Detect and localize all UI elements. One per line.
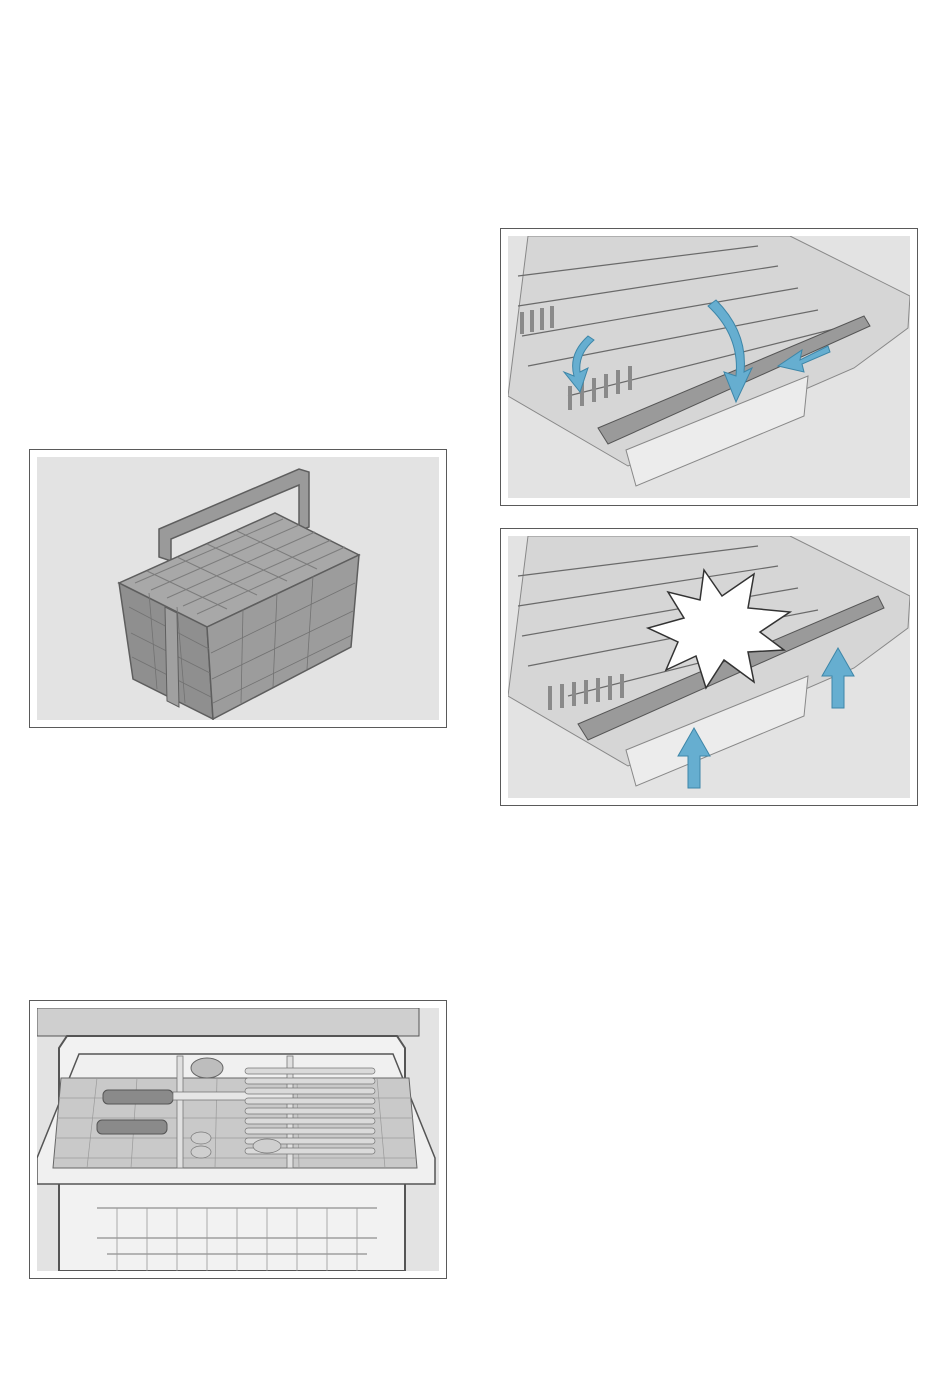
rack-illustration-icon [508,236,910,498]
figure-rack-raise-up [500,528,918,806]
cutlery-drawer-icon [37,1008,439,1271]
figure-rack-fold-down [500,228,918,506]
figure-cutlery-drawer-illustration [37,1008,439,1271]
figure-cutlery-basket [29,449,447,728]
figure-rack-fold-down-illustration [508,236,910,498]
rack-illustration-icon [508,536,910,798]
figure-cutlery-basket-illustration [37,457,439,720]
figure-cutlery-drawer [29,1000,447,1279]
figure-rack-raise-up-illustration [508,536,910,798]
cutlery-basket-icon [37,457,439,720]
